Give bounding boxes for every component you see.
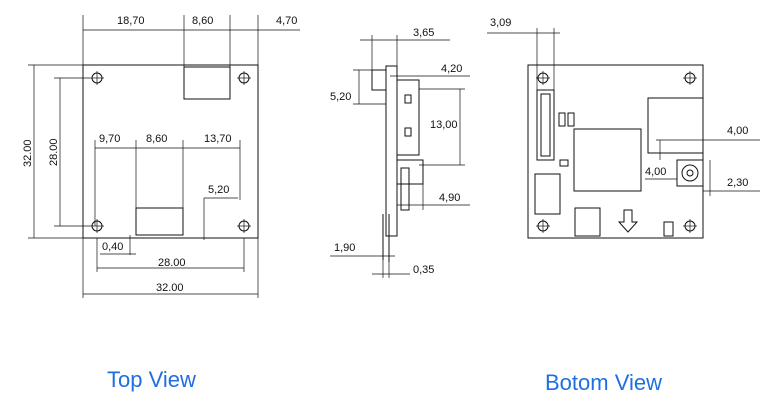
dim-4-70: 4,70 [276,15,297,27]
bottom-mounting-holes [536,71,697,233]
side-lower-connector [396,159,424,185]
bottom-strip-connector [536,89,555,161]
dim-32-00-vertical: 32.00 [22,139,34,167]
top-view: 18,70 8,60 4,70 9,70 8,60 13,70 5,20 0,4… [22,15,300,392]
dim-0-40: 0,40 [102,241,123,253]
dim-5-20: 5,20 [208,184,229,196]
dim-2-30: 2,30 [727,177,748,189]
dim-4-90: 4,90 [439,192,460,204]
bottom-small-square [574,207,601,237]
dim-8-60-mid: 8,60 [146,133,167,145]
top-board-outline [82,64,259,239]
bottom-antenna-connector [676,159,704,187]
dim-28-00-horizontal: 28.00 [158,257,186,269]
dim-4-00-a: 4,00 [727,125,748,137]
dim-1-90: 1,90 [334,242,355,254]
dim-3-09: 3,09 [490,17,511,29]
bottom-main-chip [573,128,642,192]
dim-0-35: 0,35 [413,264,434,276]
side-left-bump [371,69,387,91]
top-mounting-holes [90,71,251,233]
dim-5-20-side: 5,20 [330,91,351,103]
top-connector [183,66,231,100]
dim-3-65: 3,65 [413,27,434,39]
bottom-view-caption: Botom View [545,370,662,395]
bottom-connector [135,207,184,236]
dim-4-20: 4,20 [441,63,462,75]
side-board [385,65,398,237]
dim-18-70: 18,70 [117,15,145,27]
dim-8-60-top: 8,60 [192,15,213,27]
down-arrow-icon [617,209,639,233]
dim-4-00-b: 4,00 [645,166,666,178]
top-view-caption: Top View [107,367,196,392]
dim-28-00-vertical: 28.00 [48,138,60,166]
bottom-right-module [647,97,704,154]
bottom-lower-block [534,173,561,215]
bottom-view: 3,09 4,00 4,00 2,30 Botom View [487,17,760,395]
dim-9-70: 9,70 [99,133,120,145]
dim-13-00: 13,00 [430,119,458,131]
dim-32-00-horizontal: 32.00 [156,282,184,294]
dim-13-70: 13,70 [204,133,232,145]
side-upper-connector [396,79,420,156]
side-view: 3,65 4,20 5,20 13,00 4,90 1,90 0,35 [330,27,470,278]
